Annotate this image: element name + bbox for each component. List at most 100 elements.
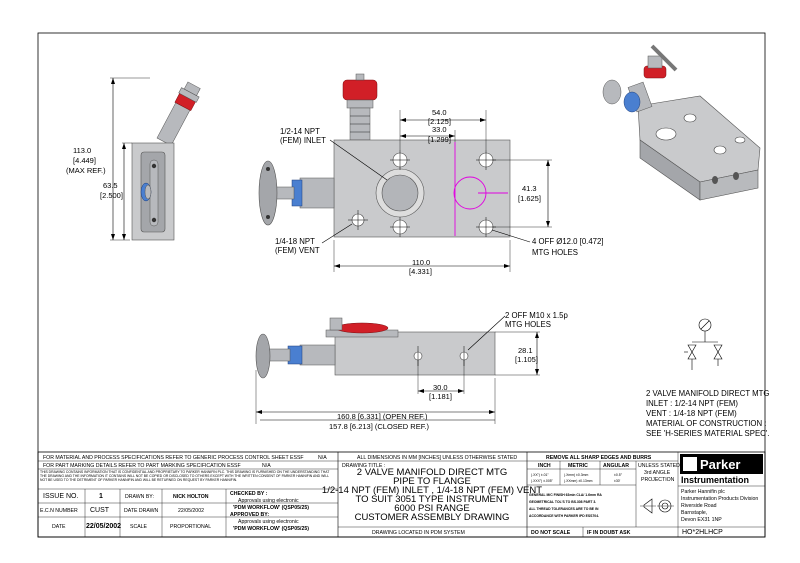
tol-ang-2: ±30' bbox=[614, 479, 621, 483]
callout-mtg-1: 2 OFF M10 x 1.5p bbox=[505, 311, 568, 320]
dim-side-height-note: (MAX REF.) bbox=[66, 166, 106, 175]
address-4: Barnstaple, bbox=[681, 510, 707, 516]
unless-2: 3rd ANGLE bbox=[644, 470, 671, 476]
tol-metric-1: (.Xmm) ±0.3mm bbox=[564, 473, 588, 477]
all-dims-note: ALL DIMENSIONS IN MM [INCHES] UNLESS OTH… bbox=[357, 455, 517, 461]
tol-inch-1: (.XX") ±.01" bbox=[531, 473, 549, 477]
dim-top-h-in: [1.625] bbox=[518, 194, 541, 203]
drawn-by: NICK HOLTON bbox=[173, 494, 209, 500]
bottom-view: 28.1 [1.105] 30.0 [1.181] 160.8 [6.331] … bbox=[255, 311, 568, 431]
confidential-notice: THIS DRAWING CONTAINS INFORMATION THAT I… bbox=[40, 470, 330, 482]
desc-line-4: MATERIAL OF CONSTRUCTION : bbox=[646, 419, 766, 428]
dim-top-len-in: [4.331] bbox=[409, 267, 432, 276]
callout-vent-1: 1/4-18 NPT bbox=[275, 237, 315, 246]
spec-process: FOR MATERIAL AND PROCESS SPECIFICATIONS … bbox=[43, 455, 304, 461]
finish-1: GENERAL M/C FINISH 63min CLA/ 1.6mm RA bbox=[529, 493, 602, 497]
date-label: DATE bbox=[52, 524, 66, 530]
bottom-handle-red bbox=[335, 322, 389, 334]
spec-process-val: N/A bbox=[318, 455, 327, 461]
title-block: FOR MATERIAL AND PROCESS SPECIFICATIONS … bbox=[37, 451, 766, 538]
side-stem bbox=[156, 102, 191, 146]
do-not-scale: DO NOT SCALE bbox=[531, 530, 571, 536]
third-angle-projection-icon bbox=[640, 498, 674, 514]
title-2: PIPE TO FLANGE bbox=[393, 476, 471, 487]
issue-no: 1 bbox=[99, 493, 103, 500]
isometric-view bbox=[602, 44, 761, 201]
desc-line-5: SEE 'H-SERIES MATERIAL SPEC'. bbox=[646, 429, 769, 438]
dim-bot-open: 160.8 [6.331] (OPEN REF.) bbox=[337, 412, 428, 421]
front-magenta-circle bbox=[453, 176, 487, 210]
ecn-label: E.C.N NUMBER bbox=[40, 508, 78, 514]
drawn-by-label: DRAWN BY: bbox=[125, 494, 154, 500]
dim-top-w2: 33.0 bbox=[432, 125, 447, 134]
finish-4: ACCORDANCE WITH PARKER IPD ESS704. bbox=[529, 514, 599, 518]
col-metric: METRIC bbox=[568, 463, 588, 469]
address-3: Riverside Road bbox=[681, 503, 717, 509]
ecn: CUST bbox=[90, 507, 110, 514]
unless-1: UNLESS STATED bbox=[638, 463, 680, 469]
finish-2: GEOMETRICAL TOL'S TO BS.308 PART 3. bbox=[529, 500, 596, 504]
address-5: Devon EX31 1NP bbox=[681, 517, 722, 523]
confidential-notice-wrap: THIS DRAWING CONTAINS INFORMATION THAT I… bbox=[40, 470, 330, 482]
tol-ang-1: ±0.5° bbox=[614, 473, 623, 477]
bottom-t-handle bbox=[255, 333, 271, 379]
date-drawn-label: DATE DRAWN bbox=[124, 508, 159, 514]
unless-3: PROJECTION bbox=[641, 477, 675, 483]
dim-top-h: 41.3 bbox=[522, 184, 537, 193]
col-angular: ANGULAR bbox=[603, 463, 629, 469]
address-2: Instrumentation Products Division bbox=[681, 496, 758, 502]
callout-inlet-1: 1/2-14 NPT bbox=[280, 127, 320, 136]
dim-top-len: 110.0 bbox=[412, 258, 430, 267]
title-5: 6000 PSI RANGE bbox=[394, 503, 470, 514]
title-3: 1/2-14 NPT (FEM) INLET , 1/4-18 NPT (FEM… bbox=[322, 485, 542, 496]
issue-no-label: ISSUE NO. bbox=[43, 493, 78, 500]
parker-logo bbox=[680, 454, 763, 474]
col-inch: INCH bbox=[538, 463, 551, 469]
dim-side-mid-in: [2.500] bbox=[100, 191, 123, 200]
date-drawn: 22/05/2002 bbox=[178, 508, 204, 514]
front-top-handle-red bbox=[342, 79, 378, 101]
dim-side-mid: 63.5 bbox=[103, 181, 118, 190]
iso-ring-blue bbox=[623, 91, 641, 113]
pdm-note: DRAWING LOCATED IN PDM SYSTEM bbox=[372, 530, 465, 536]
parker-logo-text: Parker bbox=[700, 457, 740, 472]
part-number: HO*2HLHCP bbox=[682, 529, 723, 536]
title-4: TO SUIT 3051 TYPE INSTRUMENT bbox=[355, 494, 508, 505]
approved-label: APPROVED BY: bbox=[230, 512, 269, 518]
title-6: CUSTOMER ASSEMBLY DRAWING bbox=[355, 512, 510, 523]
checked-1: Approvals using electronic bbox=[238, 498, 299, 504]
callout-mtg-2: MTG HOLES bbox=[505, 320, 551, 329]
division-name: Instrumentation bbox=[681, 475, 749, 485]
checked-2: 'PDM WORKFLOW' (QSP05/25) bbox=[233, 505, 309, 511]
spec-marking-val: N/A bbox=[262, 463, 271, 469]
address-1: Parker Hannifin plc bbox=[681, 489, 725, 495]
desc-line-2: INLET : 1/2-14 NPT (FEM) bbox=[646, 399, 738, 408]
drawing-title-label: DRAWING TITLE : bbox=[342, 463, 385, 469]
dim-top-w1-in: [2.125] bbox=[428, 117, 451, 126]
dim-side-height-in: [4.449] bbox=[73, 156, 96, 165]
approved-1: Approvals using electronic bbox=[238, 519, 299, 525]
desc-line-3: VENT : 1/4-18 NPT (FEM) bbox=[646, 409, 737, 418]
if-in-doubt: IF IN DOUBT ASK bbox=[587, 530, 631, 536]
dim-bot-h-in: [1.105] bbox=[515, 355, 538, 364]
callout-vent-2: (FEM) VENT bbox=[275, 246, 320, 255]
approved-2: 'PDM WORKFLOW' (QSP05/25) bbox=[233, 526, 309, 532]
scale-label: SCALE bbox=[130, 524, 148, 530]
scale: PROPORTIONAL bbox=[170, 524, 211, 530]
dim-bot-closed: 157.8 [6.213] (CLOSED REF.) bbox=[329, 422, 430, 431]
title-1: 2 VALVE MANIFOLD DIRECT MTG bbox=[357, 467, 507, 478]
remove-burrs-note: REMOVE ALL SHARP EDGES AND BURRS bbox=[546, 455, 652, 461]
checked-label: CHECKED BY : bbox=[230, 491, 268, 497]
dim-bot-h: 28.1 bbox=[518, 346, 533, 355]
side-view: 113.0 [4.449] (MAX REF.) 63.5 [2.500] bbox=[66, 77, 201, 241]
date: 22/05/2002 bbox=[86, 523, 121, 530]
callout-holes-1: 4 OFF Ø12.0 [0.472] bbox=[532, 237, 604, 246]
finish-3: ALL THREAD TOLERANCES ARE TO BE IN bbox=[529, 507, 599, 511]
callout-inlet-2: (FEM) INLET bbox=[280, 136, 326, 145]
dim-bot-w: 30.0 bbox=[433, 383, 448, 392]
dim-top-w2-in: [1.299] bbox=[428, 135, 451, 144]
front-view: 54.0 [2.125] 33.0 [1.299] 41.3 [1.625] 1… bbox=[258, 73, 604, 276]
tol-metric-2: (.XXmm) ±0.13mm bbox=[564, 479, 593, 483]
spec-marking: FOR PART MARKING DETAILS REFER TO PART M… bbox=[43, 463, 241, 469]
